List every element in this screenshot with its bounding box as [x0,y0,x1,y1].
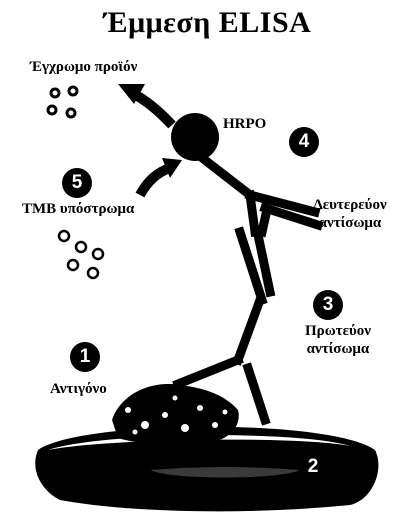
antigen-label: Αντιγόνο [50,380,107,398]
hrpo-enzyme [171,113,219,161]
hrpo-label: HRPO [223,115,266,133]
arrow-from-tmb [140,158,182,195]
secondary-antibody-line1: Δευτερεύον [300,196,400,214]
step-1-badge: 1 [70,342,100,372]
step-2-badge: 2 [298,452,328,482]
step-5-badge: 5 [62,168,92,198]
secondary-antibody-label: Δευτερεύον αντίσωμα [300,196,400,232]
page-title: Έμμεση ELISA [0,6,415,40]
arrow-to-product [118,84,172,125]
antigen-cluster [112,384,239,444]
tmb-label: TMB υπόστρωμα [22,200,134,218]
step-4-badge: 4 [289,127,319,157]
primary-antibody-line1: Πρωτεύον [288,322,388,340]
step-3-badge: 3 [313,290,343,320]
tmb-molecules [59,231,103,278]
primary-antibody-label: Πρωτεύον αντίσωμα [288,322,388,358]
product-molecules [48,87,77,117]
secondary-antibody-line2: αντίσωμα [300,214,400,232]
primary-antibody-line2: αντίσωμα [288,340,388,358]
product-label: Έγχρωμο προϊόν [30,58,137,76]
